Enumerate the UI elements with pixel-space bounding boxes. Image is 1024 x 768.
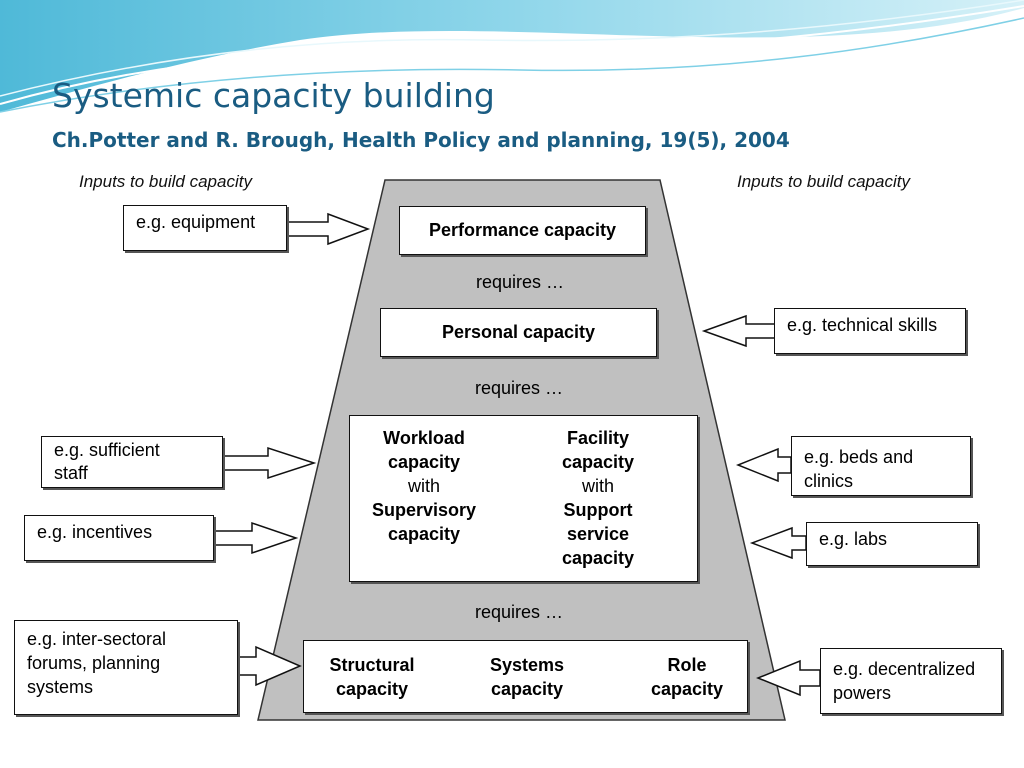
workload-facility-box: Workload capacity with Supervisory capac… <box>349 415 698 582</box>
facility-line-2: capacity <box>561 452 635 472</box>
foundation-capacity-box: Structural capacity Systems capacity Rol… <box>303 640 748 713</box>
workload-line-3: with <box>407 476 440 496</box>
role-line-2: capacity <box>650 679 724 699</box>
input-technical-skills: e.g. technical skills <box>774 308 966 354</box>
page-subtitle: Ch.Potter and R. Brough, Health Policy a… <box>52 128 790 152</box>
arrow-staff <box>221 446 317 480</box>
facility-line-3: with <box>581 476 614 496</box>
input-labs: e.g. labs <box>806 522 978 566</box>
facility-capacity-column: Facility capacity with Support service c… <box>538 426 658 570</box>
role-capacity-column: Role capacity <box>627 653 747 701</box>
page-title: Systemic capacity building <box>52 76 495 115</box>
input-inter-sectoral-forums: e.g. inter-sectoral forums, planning sys… <box>14 620 238 715</box>
right-inputs-heading: Inputs to build capacity <box>737 172 910 191</box>
personal-capacity-box: Personal capacity <box>380 308 657 357</box>
role-line-1: Role <box>667 655 707 675</box>
workload-line-1: Workload <box>383 428 465 448</box>
systems-line-2: capacity <box>490 679 564 699</box>
workload-line-2: capacity <box>387 452 461 472</box>
input-decentralized-powers: e.g. decentralized powers <box>820 648 1002 714</box>
facility-line-6: capacity <box>561 548 635 568</box>
input-incentives: e.g. incentives <box>24 515 214 561</box>
facility-line-5: service <box>566 524 630 544</box>
arrow-incentives <box>212 521 299 555</box>
arrow-labs <box>749 526 807 560</box>
facility-line-1: Facility <box>566 428 630 448</box>
structural-line-1: Structural <box>329 655 415 675</box>
structural-capacity-column: Structural capacity <box>312 653 432 701</box>
structural-line-2: capacity <box>335 679 409 699</box>
arrow-powers <box>756 659 821 697</box>
systems-capacity-column: Systems capacity <box>467 653 587 701</box>
requires-label-3: requires … <box>475 602 564 622</box>
requires-label-1: requires … <box>476 272 565 292</box>
header-wave-decoration <box>0 0 1024 113</box>
workload-line-4: Supervisory <box>371 500 477 520</box>
performance-capacity-box: Performance capacity <box>399 206 646 255</box>
arrow-equipment <box>285 212 371 246</box>
facility-line-4: Support <box>563 500 633 520</box>
arrow-skills <box>701 314 776 348</box>
input-beds-and-clinics: e.g. beds and clinics <box>791 436 971 496</box>
arrow-forums <box>237 645 302 687</box>
arrow-beds <box>735 447 792 483</box>
systems-line-1: Systems <box>489 655 565 675</box>
left-inputs-heading: Inputs to build capacity <box>79 172 252 191</box>
input-equipment: e.g. equipment <box>123 205 287 251</box>
workload-line-5: capacity <box>387 524 461 544</box>
requires-label-2: requires … <box>475 378 564 398</box>
workload-capacity-column: Workload capacity with Supervisory capac… <box>350 426 498 546</box>
input-sufficient-staff: e.g. sufficient staff <box>41 436 223 488</box>
